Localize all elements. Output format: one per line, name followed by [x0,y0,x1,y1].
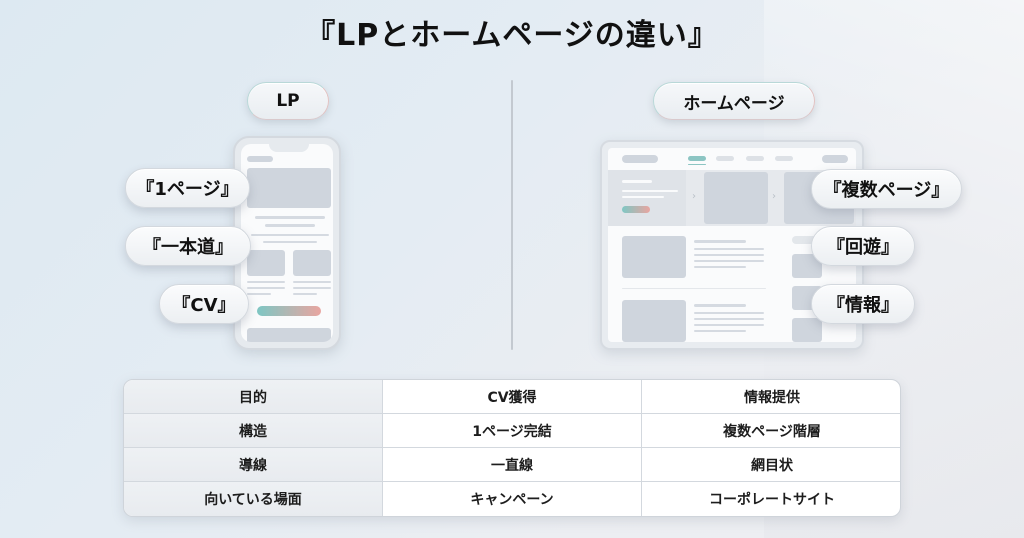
row-label-structure: 構造 [124,414,383,448]
phone-mockup-icon [233,136,341,350]
cta-button-icon [257,306,321,316]
homepage-tag-information: 『情報』 [811,284,915,324]
homepage-use-case: コーポレートサイト [709,492,835,508]
homepage-structure: 複数ページ階層 [642,414,900,448]
lp-purpose: CV獲得 [383,380,642,414]
lp-flow: 一直線 [383,448,642,482]
row-label-flow: 導線 [124,448,383,482]
lp-use-case: キャンペーン [383,482,642,516]
chevron-right-icon: › [772,191,776,202]
row-label-purpose: 目的 [124,380,383,414]
lp-tag-cv: 『CV』 [159,284,249,324]
chevron-right-icon: › [692,191,696,202]
phone-notch [269,144,309,152]
homepage-purpose: 情報提供 [642,380,900,414]
lp-structure: 1ページ完結 [383,414,642,448]
section-divider [511,80,513,350]
comparison-table: 目的 CV獲得 情報提供 構造 1ページ完結 複数ページ階層 導線 一直線 網目… [123,379,901,517]
lp-tag-one-way: 『一本道』 [125,226,251,266]
homepage-tag-circulation: 『回遊』 [811,226,915,266]
homepage-flow: 網目状 [642,448,900,482]
page-title: 『LPとホームページの違い』 [305,18,719,53]
homepage-label: ホームページ [653,82,815,120]
homepage-tag-multiple-pages: 『複数ページ』 [811,169,962,209]
lp-tag-one-page: 『1ページ』 [125,168,250,208]
lp-label: LP [247,82,329,120]
row-label-use-case: 向いている場面 [124,482,383,516]
